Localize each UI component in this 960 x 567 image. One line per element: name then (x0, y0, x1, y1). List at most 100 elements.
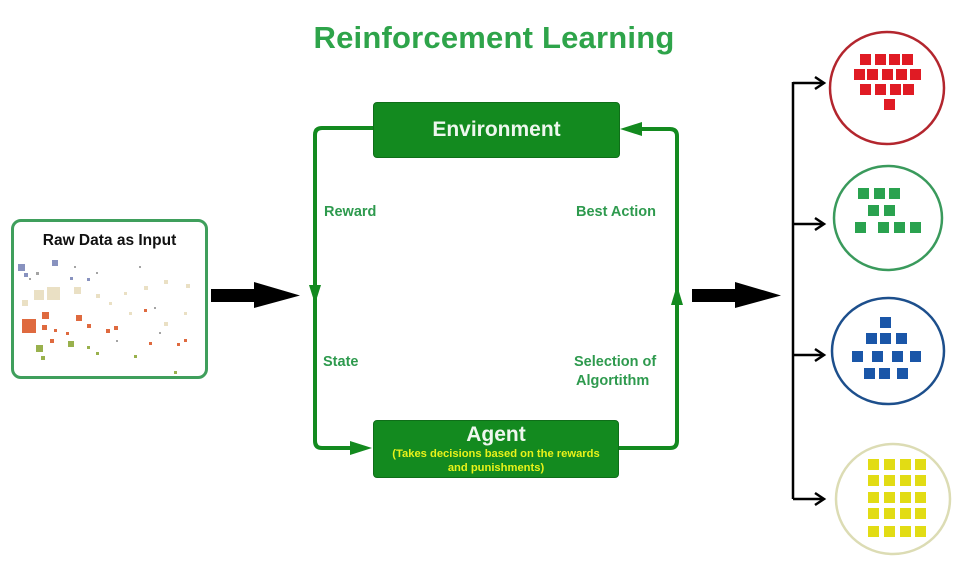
yellow-cluster (834, 442, 952, 556)
state-label: State (323, 354, 359, 370)
cluster-item (860, 84, 871, 95)
cluster-item (884, 526, 895, 537)
scatter-point (47, 287, 60, 300)
scatter-point (87, 278, 90, 281)
cluster-item (860, 54, 871, 65)
cluster-item (855, 222, 866, 233)
scatter-point (149, 342, 152, 345)
cluster-item (884, 475, 895, 486)
cluster-item (884, 99, 895, 110)
cluster-item (900, 526, 911, 537)
cluster-item (868, 526, 879, 537)
raw-data-input-box: Raw Data as Input (11, 219, 208, 379)
environment-box: Environment (373, 102, 620, 158)
agent-label: Agent (466, 423, 526, 446)
action-connector (617, 127, 679, 450)
scatter-point (76, 315, 82, 321)
cluster-item (884, 508, 895, 519)
scatter-point (134, 355, 137, 358)
cluster-item (910, 69, 921, 80)
scatter-point (159, 332, 161, 334)
cluster-item (889, 188, 900, 199)
input-arrow (211, 282, 300, 308)
scatter-point (184, 312, 187, 315)
scatter-point (74, 266, 76, 268)
red-cluster (828, 30, 946, 146)
scatter-point (96, 352, 99, 355)
scatter-point (50, 339, 54, 343)
cluster-item (915, 475, 926, 486)
cluster-item (878, 222, 889, 233)
cluster-item (890, 84, 901, 95)
reward-state-connector (313, 126, 373, 450)
cluster-item (872, 351, 883, 362)
cluster-item (915, 459, 926, 470)
cluster-item (852, 351, 863, 362)
cluster-item (892, 351, 903, 362)
scatter-point (106, 329, 110, 333)
cluster-item (900, 475, 911, 486)
scatter-point (174, 371, 177, 374)
cluster-item (880, 333, 891, 344)
cluster-item (884, 459, 895, 470)
scatter-point (144, 309, 147, 312)
cluster-item (903, 84, 914, 95)
green-cluster (832, 164, 944, 272)
scatter-point (177, 343, 180, 346)
scatter-point (34, 290, 44, 300)
scatter-point (87, 346, 90, 349)
scatter-point (164, 322, 168, 326)
raw-data-label: Raw Data as Input (42, 232, 177, 249)
cluster-ring (832, 164, 944, 272)
state-arrowhead (350, 441, 372, 455)
scatter-point (22, 300, 28, 306)
cluster-item (875, 84, 886, 95)
agent-box: Agent (Takes decisions based on the rewa… (373, 420, 619, 478)
cluster-item (868, 492, 879, 503)
scatter-point (68, 341, 74, 347)
best-action-arrowhead (671, 285, 683, 305)
scatter-point (96, 272, 98, 274)
scatter-point (184, 339, 187, 342)
cluster-item (884, 205, 895, 216)
scatter-point (116, 340, 118, 342)
cluster-item (868, 205, 879, 216)
scatter-point (124, 292, 127, 295)
scatter-point (22, 319, 36, 333)
cluster-item (902, 54, 913, 65)
cluster-item (915, 526, 926, 537)
scatter-point (24, 273, 28, 277)
reward-label: Reward (324, 204, 377, 220)
scatter-point (114, 326, 118, 330)
cluster-ring (828, 30, 946, 146)
cluster-item (915, 508, 926, 519)
best-action-label: Best Action (576, 204, 657, 220)
cluster-item (880, 317, 891, 328)
cluster-item (879, 368, 890, 379)
cluster-item (874, 188, 885, 199)
selection-label-line1: Selection of (574, 354, 657, 370)
cluster-item (866, 333, 877, 344)
cluster-item (882, 69, 893, 80)
cluster-item (915, 492, 926, 503)
cluster-item (896, 333, 907, 344)
scatter-point (129, 312, 132, 315)
cluster-item (910, 222, 921, 233)
environment-label: Environment (432, 118, 561, 141)
scatter-point (29, 278, 31, 280)
scatter-point (139, 266, 141, 268)
scatter-point (41, 356, 45, 360)
cluster-item (875, 54, 886, 65)
scatter-point (18, 264, 25, 271)
scatter-point (186, 284, 190, 288)
scatter-point (42, 312, 49, 319)
scatter-point (109, 302, 112, 305)
scatter-point (96, 294, 100, 298)
cluster-item (868, 508, 879, 519)
scatter-point (54, 329, 57, 332)
scatter-point (164, 280, 168, 284)
cluster-item (868, 459, 879, 470)
scatter-point (36, 272, 39, 275)
scatter-point (36, 345, 43, 352)
